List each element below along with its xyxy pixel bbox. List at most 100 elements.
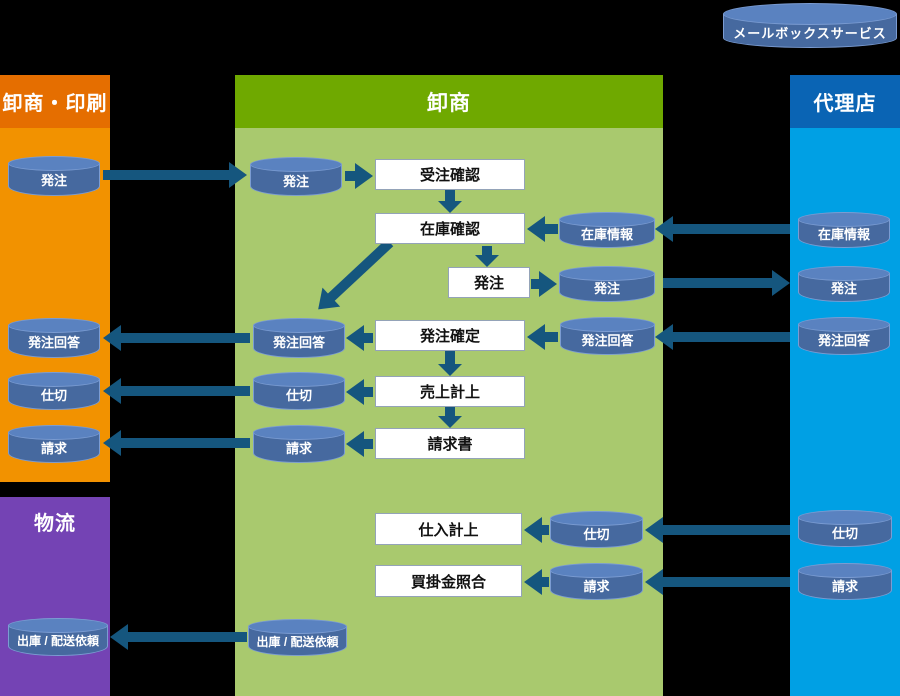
datastore-label: 発注: [40, 173, 67, 188]
cylinder-top: [559, 212, 655, 227]
cylinder-top: [248, 619, 347, 634]
arrow-ag-billing-to-ws: [645, 569, 790, 595]
arrow-order-reply-in-to-order-confirm: [527, 324, 558, 350]
lane-wholesaler-header: 卸商: [235, 75, 663, 128]
cylinder-top: [560, 317, 655, 332]
datastore-ag-invoice-cut: 仕切: [798, 510, 892, 547]
arrow-ws-invoice-cut-to-wp: [103, 378, 250, 404]
lane-wholesaler-title: 卸商: [427, 91, 471, 115]
datastore-label: 出庫 / 配送依頼: [256, 634, 339, 649]
mailbox-service-cylinder-icon: メールボックスサービス: [723, 3, 897, 48]
process-order: 発注: [448, 267, 530, 298]
cylinder-top: [8, 618, 108, 633]
cylinder-top: [250, 157, 342, 172]
datastore-label: 仕切: [583, 526, 610, 542]
datastore-ag-billing: 請求: [798, 563, 892, 600]
cylinder-top: [8, 156, 100, 171]
cylinder-top: [8, 318, 100, 333]
datastore-wp-invoice-cut: 仕切: [8, 372, 100, 410]
datastore-label: 発注: [830, 281, 857, 296]
lane-logistics: 物流: [0, 497, 110, 696]
process-stock-check: 在庫確認: [375, 213, 525, 244]
datastore-ag-stock-info: 在庫情報: [798, 212, 890, 248]
arrow-ag-stock-info-to-ws: [655, 216, 790, 242]
process-order-receipt-check: 受注確認: [375, 159, 525, 190]
process-order-confirm: 発注確定: [375, 320, 525, 351]
datastore-label: 発注回答: [27, 335, 80, 350]
datastore-label: 請求: [831, 578, 858, 594]
datastore-ws-shipping: 出庫 / 配送依頼: [248, 619, 347, 656]
datastore-label: 仕切: [285, 388, 312, 403]
datastore-label: 在庫情報: [580, 227, 633, 242]
process-payable-matching: 買掛金照合: [375, 565, 522, 597]
arrow-invoice-cut-in-to-purchase-posting: [524, 516, 549, 543]
datastore-label: 請求: [285, 441, 312, 456]
datastore-ws-order-reply-out: 発注回答: [253, 318, 345, 358]
lane-logistics-header: 物流: [0, 497, 110, 545]
cylinder-top: [253, 318, 345, 333]
datastore-ws-stock-info: 在庫情報: [559, 212, 655, 248]
process-sales-posting: 売上計上: [375, 376, 525, 407]
arrow-stock-check-to-order: [474, 246, 500, 267]
datastore-ws-order-reply-in: 発注回答: [560, 317, 655, 355]
arrow-order-confirm-to-order-reply: [346, 324, 373, 351]
datastore-ws-billing-out: 請求: [253, 425, 345, 463]
cylinder-top: [798, 212, 890, 227]
datastore-ag-order: 発注: [798, 266, 890, 302]
mailbox-service-label: メールボックスサービス: [733, 26, 887, 41]
datastore-wp-order-reply: 発注回答: [8, 318, 100, 358]
cylinder-top: [550, 563, 643, 578]
cylinder-top: [798, 563, 892, 578]
datastore-ws-invoice-cut-out: 仕切: [253, 372, 345, 410]
arrow-sales-posting-to-invoice-cut: [346, 378, 373, 405]
lane-logistics-title: 物流: [34, 512, 76, 535]
datastore-label: 仕切: [831, 525, 858, 541]
arrow-invoice-to-billing: [346, 430, 373, 457]
lane-agent: 代理店: [790, 75, 900, 696]
lane-wholesaler-print: 卸商・印刷: [0, 75, 110, 482]
datastore-ws-invoice-cut-in: 仕切: [550, 511, 643, 548]
cylinder-top: [253, 425, 345, 440]
datastore-label: 請求: [583, 578, 610, 594]
datastore-label: 発注回答: [581, 333, 634, 348]
lane-agent-header: 代理店: [790, 75, 900, 128]
arrow-order-confirm-to-sales-posting: [437, 351, 463, 376]
arrow-ws-billing-to-wp: [103, 430, 250, 456]
datastore-label: 発注回答: [272, 335, 325, 350]
lane-wholesaler-print-header: 卸商・印刷: [0, 75, 110, 128]
process-invoice: 請求書: [375, 428, 525, 459]
arrow-billing-in-to-payable-matching: [524, 568, 549, 595]
cylinder-top: [723, 3, 897, 25]
datastore-label: 発注回答: [817, 333, 870, 348]
cylinder-top: [550, 511, 643, 526]
datastore-label: 発注: [593, 281, 620, 296]
datastore-lg-shipping: 出庫 / 配送依頼: [8, 618, 108, 656]
cylinder-top: [253, 372, 345, 387]
arrow-ws-order-to-receipt-check: [345, 163, 373, 189]
cylinder-top: [8, 372, 100, 387]
arrow-stock-info-to-stock-check: [527, 216, 558, 242]
arrow-receipt-check-to-stock-check: [437, 190, 463, 213]
datastore-label: 発注: [282, 173, 309, 189]
datastore-wp-order: 発注: [8, 156, 100, 196]
datastore-ag-order-reply: 発注回答: [798, 317, 890, 355]
cylinder-top: [8, 425, 100, 440]
datastore-ws-order-in: 発注: [250, 157, 342, 196]
cylinder-top: [559, 266, 655, 281]
datastore-label: 在庫情報: [817, 227, 870, 242]
datastore-ws-billing-in: 請求: [550, 563, 643, 600]
arrow-ws-order-reply-to-wp: [103, 325, 250, 351]
process-purchase-posting: 仕入計上: [375, 513, 522, 545]
arrow-ag-order-reply-to-ws: [655, 324, 790, 350]
lane-agent-title: 代理店: [813, 93, 877, 115]
cylinder-top: [798, 266, 890, 281]
datastore-label: 出庫 / 配送依頼: [16, 634, 99, 648]
arrow-ag-invoice-cut-to-ws: [645, 517, 790, 543]
arrow-ws-shipping-to-lg: [110, 624, 247, 650]
arrow-wp-order-to-ws: [103, 162, 247, 188]
datastore-label: 仕切: [40, 388, 67, 403]
lane-wholesaler-print-title: 卸商・印刷: [2, 93, 108, 115]
datastore-label: 請求: [40, 441, 67, 456]
arrow-ws-order-to-ag: [663, 270, 790, 296]
